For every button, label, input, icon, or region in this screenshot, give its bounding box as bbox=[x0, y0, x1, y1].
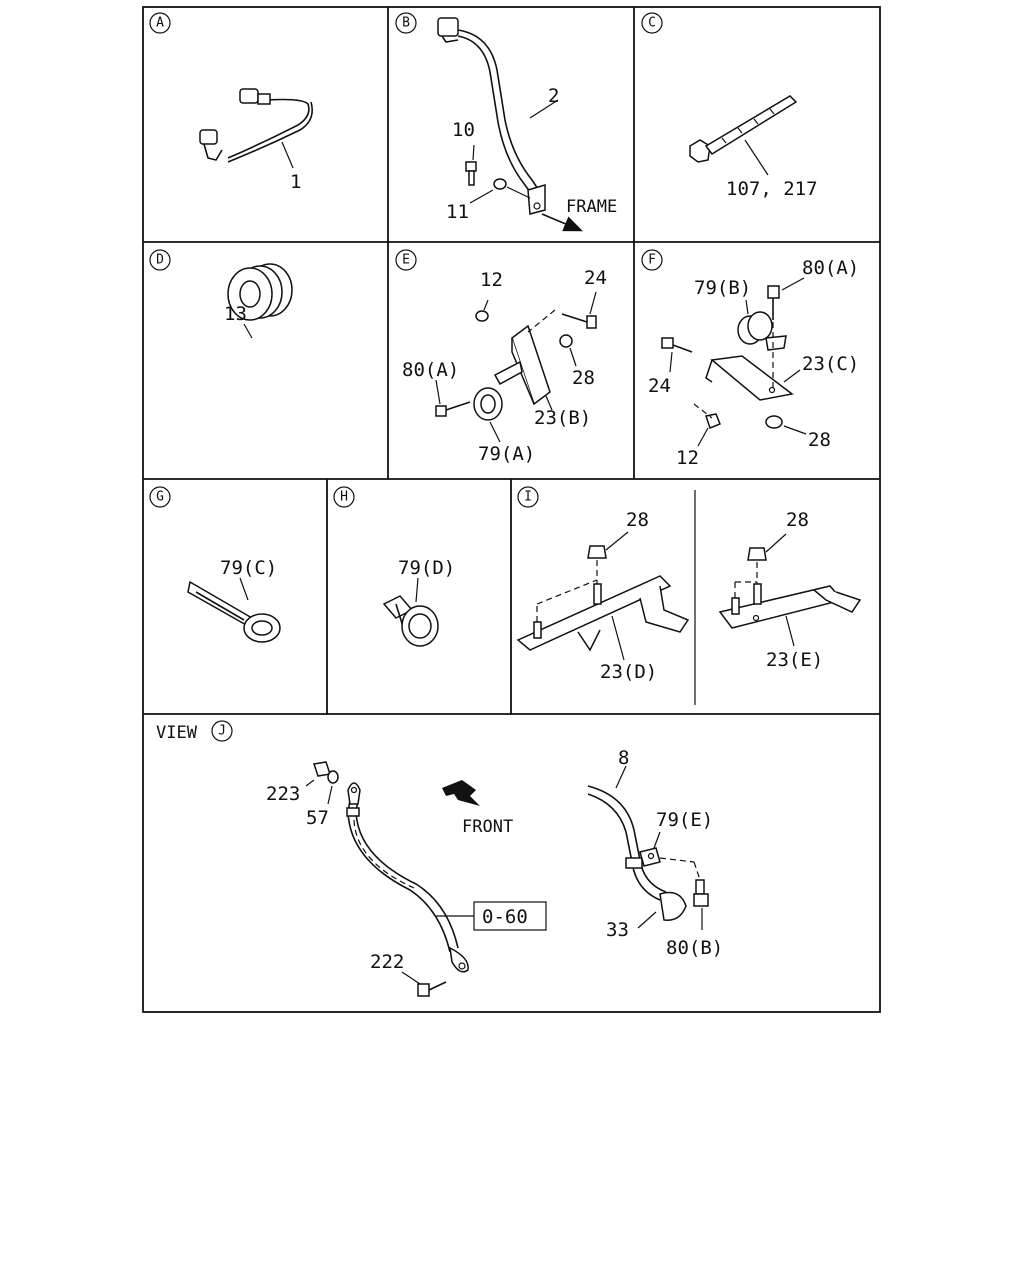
panel-a: A 1 bbox=[149, 12, 313, 193]
nut-28 bbox=[559, 334, 573, 348]
washer-11 bbox=[493, 178, 507, 190]
bracket-23e bbox=[718, 581, 862, 629]
label-80a-e: 80(A) bbox=[402, 359, 459, 381]
bolt-10 bbox=[465, 161, 477, 186]
label-28-e: 28 bbox=[572, 367, 595, 389]
cable-tie-c bbox=[689, 95, 798, 163]
panel-g: G 79(C) bbox=[149, 486, 281, 643]
label-13: 13 bbox=[224, 303, 247, 325]
panel-j: VIEW J 223 57 FRONT 0-60 bbox=[156, 720, 723, 997]
label-79c: 79(C) bbox=[220, 557, 277, 579]
bolt-80a-f bbox=[767, 285, 780, 320]
nut-28-i-left bbox=[587, 545, 607, 559]
front-arrow bbox=[442, 780, 480, 806]
panel-letter-d: D bbox=[156, 253, 164, 268]
label-57: 57 bbox=[306, 807, 329, 829]
label-28-i-right: 28 bbox=[786, 509, 809, 531]
panel-letter-i: I bbox=[524, 490, 532, 505]
panel-letter-h: H bbox=[340, 490, 348, 505]
washer-57 bbox=[327, 770, 339, 784]
label-24-f: 24 bbox=[648, 375, 671, 397]
nut-12-f bbox=[705, 413, 721, 429]
label-223: 223 bbox=[266, 783, 300, 805]
label-28-i-left: 28 bbox=[626, 509, 649, 531]
nut-28-f bbox=[765, 415, 783, 429]
panel-e: E 12 24 80(A) 28 23(B) 79(A) bbox=[395, 249, 607, 465]
panel-letter-j: J bbox=[218, 724, 226, 739]
label-80a-f: 80(A) bbox=[802, 257, 859, 279]
panel-letter-f: F bbox=[648, 253, 656, 268]
label-1: 1 bbox=[290, 171, 301, 193]
clip-79d bbox=[382, 595, 439, 647]
bolt-80b bbox=[693, 879, 709, 907]
panel-i: I 28 23(D) bbox=[516, 486, 862, 683]
harness-8 bbox=[587, 785, 687, 921]
label-2: 2 bbox=[548, 85, 559, 107]
clip-79a bbox=[473, 360, 523, 421]
label-79a: 79(A) bbox=[478, 443, 535, 465]
label-24-e: 24 bbox=[584, 267, 607, 289]
grommet-13 bbox=[227, 263, 293, 321]
label-10: 10 bbox=[452, 119, 475, 141]
ground-cable-b bbox=[437, 17, 546, 215]
label-79b: 79(B) bbox=[694, 277, 751, 299]
nut-223 bbox=[313, 761, 331, 777]
label-107-217: 107, 217 bbox=[726, 178, 818, 200]
label-23c: 23(C) bbox=[802, 353, 859, 375]
bolt-24-f bbox=[661, 337, 693, 353]
battery-cable-a bbox=[199, 88, 313, 163]
label-8: 8 bbox=[618, 747, 629, 769]
nut-28-i-right bbox=[747, 547, 767, 561]
bracket-23b bbox=[511, 324, 551, 406]
label-23b: 23(B) bbox=[534, 407, 591, 429]
label-79d: 79(D) bbox=[398, 557, 455, 579]
panel-c: C 107, 217 bbox=[641, 12, 818, 200]
panel-b: B 2 10 11 FRAME bbox=[395, 12, 617, 232]
label-28-f: 28 bbox=[808, 429, 831, 451]
panel-h: H 79(D) bbox=[333, 486, 455, 647]
bracket-23d bbox=[516, 575, 690, 652]
panel-letter-c: C bbox=[648, 16, 656, 31]
panel-letter-b: B bbox=[402, 16, 410, 31]
label-79e: 79(E) bbox=[656, 809, 713, 831]
panel-d: D 13 bbox=[149, 249, 293, 339]
label-0-60: 0-60 bbox=[482, 906, 528, 928]
label-frame: FRAME bbox=[566, 197, 617, 217]
label-front: FRONT bbox=[462, 817, 513, 837]
label-12-f: 12 bbox=[676, 447, 699, 469]
bolt-222 bbox=[417, 981, 447, 997]
panel-letter-g: G bbox=[156, 490, 164, 505]
bracket-23c bbox=[705, 355, 794, 401]
panel-letter-e: E bbox=[402, 253, 410, 268]
bolt-80a-e bbox=[435, 401, 471, 417]
panel-f: F 79(B) 80(A) 23(C) 24 28 bbox=[641, 249, 859, 469]
bolt-24 bbox=[561, 313, 597, 329]
panel-letter-a: A bbox=[156, 16, 164, 31]
label-222: 222 bbox=[370, 951, 404, 973]
label-23e: 23(E) bbox=[766, 649, 823, 671]
clip-79e bbox=[639, 847, 661, 867]
label-12-e: 12 bbox=[480, 269, 503, 291]
label-11: 11 bbox=[446, 201, 469, 223]
ground-cable-0-60 bbox=[346, 782, 469, 973]
label-80b: 80(B) bbox=[666, 937, 723, 959]
label-23d: 23(D) bbox=[600, 661, 657, 683]
clip-79b bbox=[737, 311, 787, 351]
label-33: 33 bbox=[606, 919, 629, 941]
diagram-frame bbox=[142, 6, 881, 1013]
view-label: VIEW bbox=[156, 723, 198, 743]
nut-12 bbox=[475, 310, 489, 322]
clip-79c bbox=[187, 580, 281, 643]
